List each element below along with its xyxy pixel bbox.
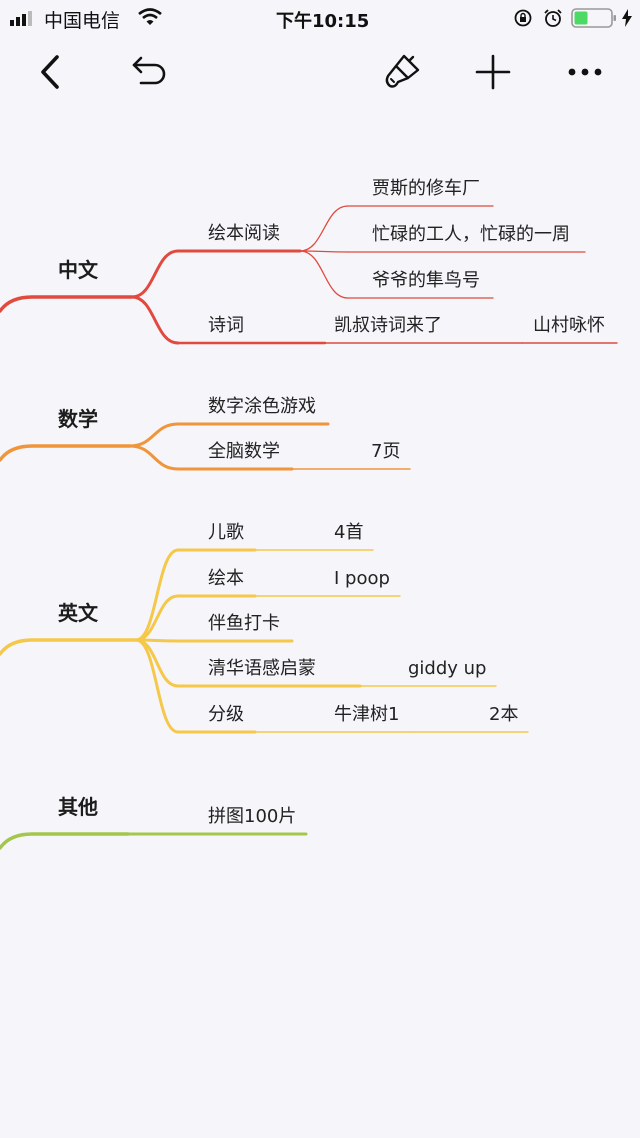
- leaf-connector: [299, 250, 349, 299]
- topic-node[interactable]: 中文: [58, 258, 98, 282]
- leaf-node[interactable]: giddy up: [408, 658, 487, 679]
- more-button[interactable]: [553, 40, 617, 104]
- branch-node[interactable]: 伴鱼打卡: [208, 613, 280, 634]
- leaf-node[interactable]: 7页: [371, 441, 401, 462]
- leaf-node[interactable]: 爷爷的隼鸟号: [372, 270, 480, 291]
- leaf-node[interactable]: 凯叔诗词来了: [334, 315, 442, 336]
- branch-connector: [130, 249, 180, 299]
- leaf-node[interactable]: I poop: [334, 568, 390, 589]
- branch-node[interactable]: 诗词: [208, 315, 244, 336]
- chevron-left-icon: [41, 55, 59, 89]
- undo-button[interactable]: [116, 40, 180, 104]
- topic-node[interactable]: 英文: [58, 601, 98, 625]
- leaf-connector: [299, 250, 349, 253]
- branch-node[interactable]: 拼图100片: [208, 806, 297, 827]
- add-button[interactable]: [461, 40, 525, 104]
- more-icon: [568, 68, 602, 76]
- topic-node[interactable]: 其他: [58, 795, 98, 819]
- branch-node[interactable]: 儿歌: [208, 522, 244, 543]
- branch-connector: [134, 594, 180, 642]
- back-button[interactable]: [18, 40, 82, 104]
- branch-connector: [134, 638, 180, 734]
- undo-icon: [132, 56, 166, 85]
- branch-node[interactable]: 绘本阅读: [208, 223, 280, 244]
- plus-icon: [475, 54, 511, 90]
- topic-trunk: [0, 638, 138, 656]
- topic-trunk: [0, 832, 130, 850]
- leaf-connector: [299, 205, 349, 252]
- branch-connector: [134, 548, 180, 642]
- branch-connector: [128, 422, 180, 448]
- branch-connector: [128, 444, 180, 471]
- branch-node[interactable]: 数字涂色游戏: [208, 396, 316, 417]
- branch-node[interactable]: 全脑数学: [208, 441, 280, 462]
- status-time: 下午10:15: [276, 11, 370, 32]
- leaf-node[interactable]: 贾斯的修车厂: [372, 178, 480, 199]
- status-bar: 中国电信 下午10:15: [0, 0, 640, 36]
- charging-bolt-icon: [622, 9, 632, 27]
- topic-trunk: [0, 444, 132, 462]
- wifi-icon: [138, 8, 162, 25]
- leaf-node[interactable]: 2本: [489, 704, 519, 725]
- style-button[interactable]: [370, 40, 434, 104]
- carrier-name: 中国电信: [44, 10, 121, 32]
- paint-brush-icon: [385, 54, 420, 88]
- branch-connector: [130, 295, 180, 345]
- leaf-node[interactable]: 山村咏怀: [533, 315, 605, 336]
- alarm-icon: [544, 9, 562, 27]
- branch-node[interactable]: 分级: [208, 704, 244, 725]
- top-toolbar: [0, 40, 640, 104]
- topic-trunk: [0, 295, 134, 313]
- branch-node[interactable]: 清华语感启蒙: [208, 658, 316, 679]
- branch-connector: [134, 638, 180, 688]
- topic-node[interactable]: 数学: [58, 407, 98, 431]
- leaf-node[interactable]: 4首: [334, 522, 364, 543]
- leaf-node[interactable]: 忙碌的工人，忙碌的一周: [372, 224, 570, 245]
- battery-icon: [571, 8, 616, 28]
- signal-icon: [10, 11, 32, 26]
- branch-node[interactable]: 绘本: [208, 568, 244, 589]
- rotation-lock-icon: [514, 9, 532, 27]
- leaf-node[interactable]: 牛津树1: [334, 704, 400, 725]
